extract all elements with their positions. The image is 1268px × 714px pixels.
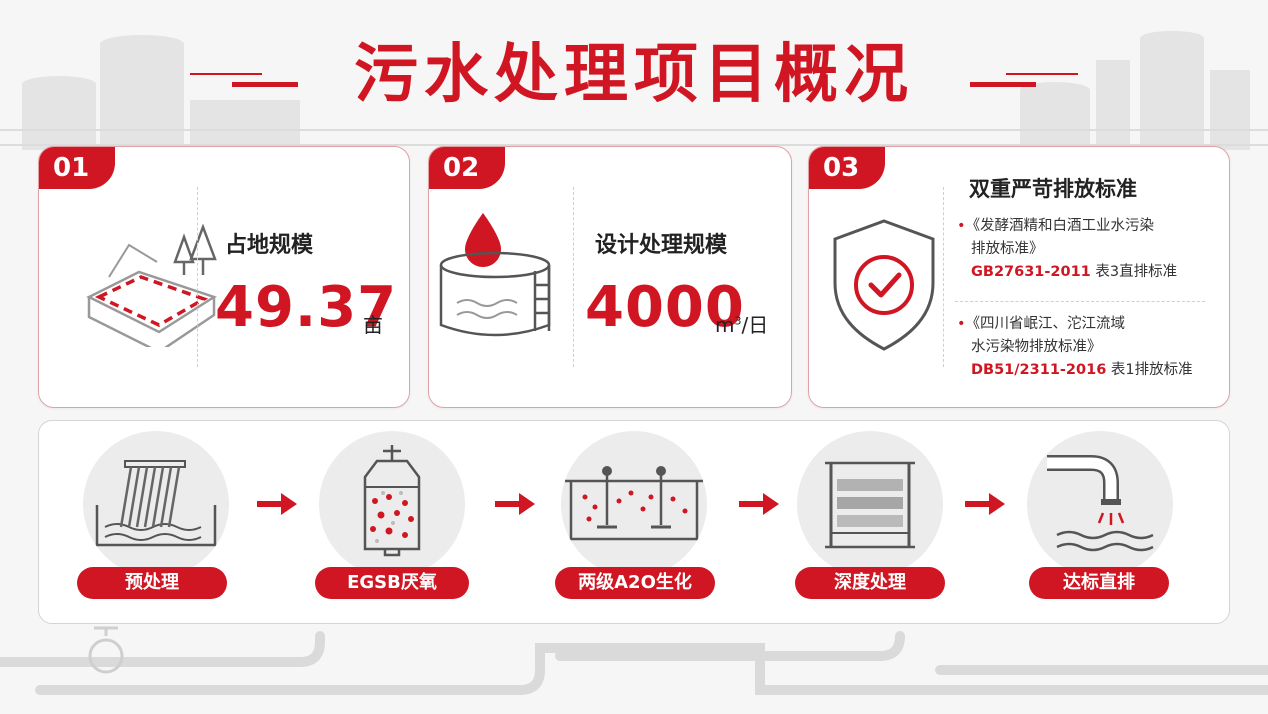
aeration-tank-icon — [565, 466, 703, 541]
anaerobic-reactor-icon — [363, 445, 421, 557]
process-step-discharge — [1027, 431, 1173, 577]
standard-item-1: •《发酵酒精和白酒工业水污染 排放标准》 GB27631-2011 表3直排标准 — [957, 218, 1178, 280]
process-step-a2o — [561, 431, 707, 577]
process-step-label: EGSB厌氧 — [315, 567, 469, 599]
shield-check-icon — [833, 219, 935, 351]
card-land-area: 01 占地规模 49.37 亩 — [38, 146, 410, 408]
card-number-badge: 01 — [39, 147, 115, 189]
arrow-right-icon — [965, 493, 1005, 515]
card-number-badge: 02 — [429, 147, 505, 189]
capacity-value: 4000 — [585, 275, 745, 340]
water-tank-icon — [439, 213, 551, 337]
card-treatment-capacity: 02 设计处理规模 4000 m3/日 — [428, 146, 792, 408]
arrow-right-icon — [257, 493, 297, 515]
card-number-badge: 03 — [809, 147, 885, 189]
arrow-right-icon — [495, 493, 535, 515]
card-discharge-standards: 03 双重严苛排放标准 •《发酵酒精和白酒工业水污染 排放标准》 GB27631… — [808, 146, 1230, 408]
land-area-unit: 亩 — [363, 313, 383, 337]
process-step-advanced — [797, 431, 943, 577]
arrow-right-icon — [739, 493, 779, 515]
filter-icon — [825, 461, 915, 549]
title-area: 污水处理项目概况 — [0, 30, 1268, 120]
page-title: 污水处理项目概况 — [354, 38, 914, 112]
process-step-pretreatment — [83, 431, 229, 577]
title-decoration — [190, 73, 1078, 87]
land-area-label: 占地规模 — [225, 233, 314, 258]
land-area-value: 49.37 — [215, 275, 398, 340]
process-step-label: 深度处理 — [795, 567, 945, 599]
process-step-label: 达标直排 — [1029, 567, 1169, 599]
process-step-label: 两级A2O生化 — [555, 567, 715, 599]
land-area-icon — [86, 223, 217, 347]
process-flow: 预处理 EGSB厌氧 — [38, 420, 1230, 624]
process-step-label: 预处理 — [77, 567, 227, 599]
process-step-egsb — [319, 431, 465, 577]
capacity-label: 设计处理规模 — [595, 233, 728, 258]
capacity-unit: m3/日 — [715, 313, 769, 337]
screen-grate-icon — [95, 460, 217, 547]
discharge-pipe-icon — [1047, 455, 1154, 552]
standards-title: 双重严苛排放标准 — [969, 177, 1137, 201]
standard-item-2: •《四川省岷江、沱江流域 水污染物排放标准》 DB51/2311-2016 表1… — [957, 316, 1193, 378]
